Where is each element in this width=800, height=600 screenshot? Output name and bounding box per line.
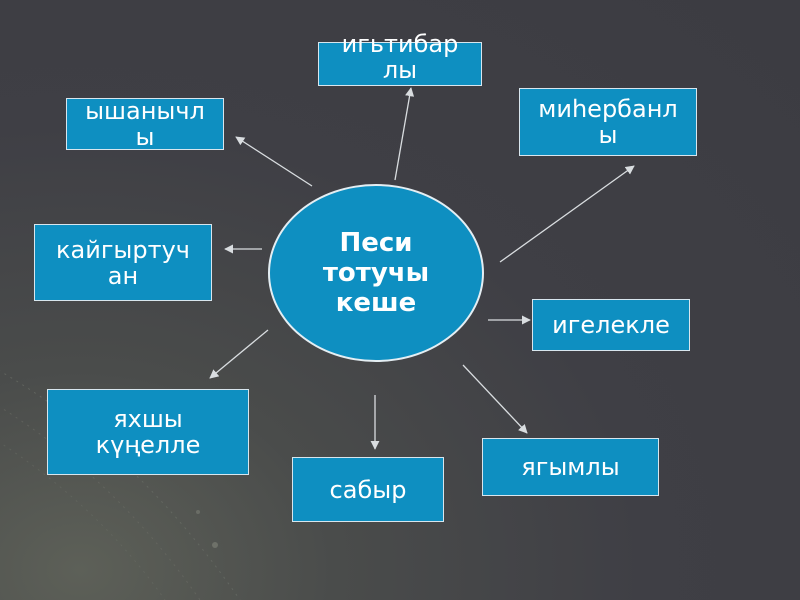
node-label: ан: [107, 261, 139, 290]
node-igelekle: игелекле: [532, 299, 690, 351]
node-label: лы: [382, 56, 418, 84]
node-label: игьтибар: [341, 30, 459, 58]
node-kaygyrtuchan: кайгыртуч ан: [34, 224, 212, 301]
node-yakhshy: яхшы күңелле: [47, 389, 249, 475]
node-label: ышанычл: [85, 97, 205, 125]
arrow-to-yagymly: [462, 364, 528, 434]
arrow-to-yshanychly: [235, 136, 313, 187]
arrow-to-yakhshy: [209, 329, 269, 379]
arrow-to-ygtibarly: [394, 87, 415, 181]
node-label: яхшы: [113, 405, 183, 433]
center-line: тотучы: [322, 258, 430, 288]
node-label: ы: [135, 123, 155, 151]
node-yshanychly: ышанычл ы: [66, 98, 224, 150]
node-label: кайгыртуч: [56, 235, 190, 264]
center-line: Песи: [339, 228, 413, 258]
node-sabyr: сабыр: [292, 457, 444, 522]
node-label: күңелле: [95, 431, 201, 459]
center-line: кеше: [335, 288, 417, 318]
node-label: миһербанл: [538, 95, 678, 123]
node-label: игелекле: [552, 311, 670, 339]
center-node: Песи тотучы кеше: [268, 184, 484, 362]
node-label: ы: [598, 121, 618, 149]
node-label: сабыр: [329, 475, 407, 504]
node-ygtibarly: игьтибар лы: [318, 31, 482, 86]
node-mirbanly: миһербанл ы: [519, 88, 697, 156]
arrow-to-mirbanly: [499, 165, 635, 263]
node-yagymly: ягымлы: [482, 438, 659, 496]
node-label: ягымлы: [521, 453, 620, 481]
